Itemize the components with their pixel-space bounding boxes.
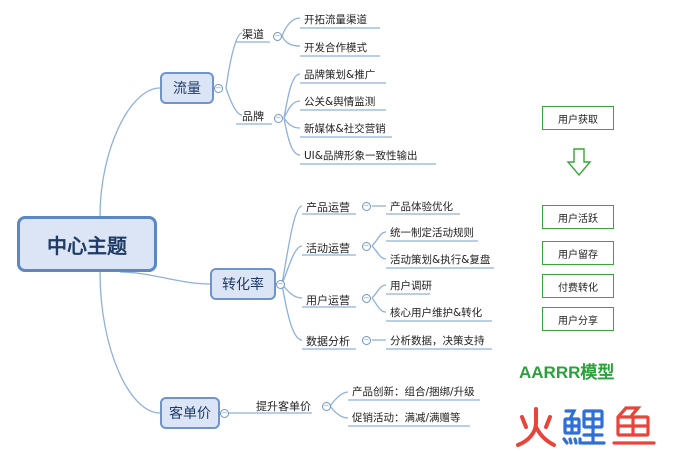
leaf-item[interactable]: 新媒体&社交营销: [304, 123, 386, 135]
leaf-item[interactable]: 核心用户维护&转化: [390, 307, 483, 319]
leaf-item[interactable]: 品牌策划&推广: [304, 69, 376, 81]
group-data-analysis-label: 数据分析: [306, 335, 350, 348]
stage-acquisition[interactable]: 用户获取: [542, 106, 614, 130]
huoliyu-logo: [516, 406, 656, 447]
collapse-icon[interactable]: −: [362, 294, 371, 303]
group-brand-label: 品牌: [242, 110, 264, 123]
leaf-item[interactable]: 用户调研: [390, 280, 432, 292]
stage-retention[interactable]: 用户留存: [542, 241, 614, 265]
collapse-icon[interactable]: −: [274, 114, 283, 123]
stage-retention-label: 用户留存: [558, 249, 598, 261]
leaf-item[interactable]: 活动策划&执行&复盘: [390, 254, 491, 266]
branch-conversion[interactable]: 转化率: [210, 268, 276, 300]
group-activity-ops-label: 活动运营: [306, 242, 350, 255]
stage-revenue[interactable]: 付费转化: [542, 274, 614, 298]
group-product-ops[interactable]: 产品运营: [306, 199, 350, 215]
group-product-ops-label: 产品运营: [306, 201, 350, 214]
central-topic[interactable]: 中心主题: [17, 216, 157, 272]
central-topic-label: 中心主题: [47, 233, 127, 258]
group-brand[interactable]: 品牌: [242, 108, 264, 124]
group-activity-ops[interactable]: 活动运营: [306, 240, 350, 256]
group-data-analysis[interactable]: 数据分析: [306, 333, 350, 349]
collapse-icon[interactable]: −: [220, 409, 229, 418]
leaf-item[interactable]: 开拓流量渠道: [304, 14, 367, 26]
stage-referral[interactable]: 用户分享: [542, 307, 614, 331]
leaf-item[interactable]: 分析数据，决策支持: [390, 335, 485, 347]
collapse-icon[interactable]: −: [362, 336, 371, 345]
collapse-icon[interactable]: −: [362, 202, 371, 211]
leaf-item[interactable]: 促销活动：满减/满赠等: [352, 412, 461, 424]
leaf-item[interactable]: 产品体验优化: [390, 201, 453, 213]
model-title: AARRR模型: [519, 363, 615, 382]
branch-conversion-label: 转化率: [222, 277, 264, 293]
branch-aov-label: 客单价: [169, 406, 211, 422]
collapse-icon[interactable]: −: [322, 402, 331, 411]
stage-referral-label: 用户分享: [558, 315, 598, 327]
stage-activation[interactable]: 用户活跃: [542, 205, 614, 229]
group-user-ops[interactable]: 用户运营: [306, 292, 350, 308]
stage-activation-label: 用户活跃: [558, 213, 598, 225]
group-channel[interactable]: 渠道: [242, 26, 264, 42]
group-user-ops-label: 用户运营: [306, 294, 350, 307]
leaf-item[interactable]: UI&品牌形象一致性输出: [304, 150, 418, 162]
leaf-item[interactable]: 开发合作模式: [304, 42, 367, 54]
stage-acquisition-label: 用户获取: [558, 114, 598, 126]
branch-aov[interactable]: 客单价: [160, 397, 220, 429]
leaf-item[interactable]: 公关&舆情监测: [304, 96, 376, 108]
collapse-icon[interactable]: −: [276, 280, 285, 289]
group-raise-aov[interactable]: 提升客单价: [256, 398, 311, 414]
leaf-item[interactable]: 统一制定活动规则: [390, 227, 474, 239]
down-arrow-icon: [566, 148, 592, 176]
group-raise-aov-label: 提升客单价: [256, 400, 311, 413]
collapse-icon[interactable]: −: [362, 242, 371, 251]
collapse-icon[interactable]: −: [214, 84, 223, 93]
branch-traffic-label: 流量: [173, 81, 201, 97]
stage-revenue-label: 付费转化: [558, 282, 598, 294]
collapse-icon[interactable]: −: [273, 32, 282, 41]
group-channel-label: 渠道: [242, 28, 264, 41]
branch-traffic[interactable]: 流量: [160, 72, 214, 104]
leaf-item[interactable]: 产品创新：组合/捆绑/升级: [352, 386, 475, 398]
